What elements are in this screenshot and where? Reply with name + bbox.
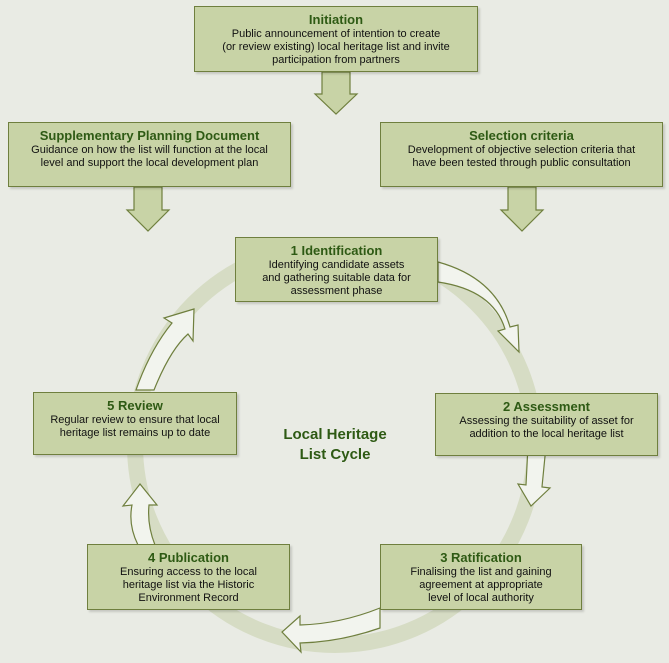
- initiation-title: Initiation: [308, 12, 364, 27]
- ratification-box: 3 Ratification Finalising the list and g…: [380, 544, 582, 610]
- arrow-publication-to-review: [121, 483, 159, 546]
- selection-title: Selection criteria: [469, 128, 574, 143]
- arrow-review-to-identification: [135, 308, 195, 391]
- identification-text: Identifying candidate assets and gatheri…: [262, 259, 411, 297]
- supplementary-down-arrow: [125, 186, 171, 232]
- publication-title: 4 Publication: [148, 550, 229, 565]
- initiation-text: Public announcement of intention to crea…: [222, 28, 450, 66]
- supplementary-text: Guidance on how the list will function a…: [31, 144, 268, 169]
- selection-box: Selection criteria Development of object…: [380, 122, 663, 187]
- initiation-down-arrow: [313, 71, 359, 115]
- arrow-identification-to-assessment: [437, 261, 520, 354]
- selection-down-arrow: [499, 186, 545, 232]
- review-title: 5 Review: [107, 398, 163, 413]
- supplementary-title: Supplementary Planning Document: [39, 128, 260, 143]
- ratification-text: Finalising the list and gaining agreemen…: [410, 566, 552, 604]
- supplementary-box: Supplementary Planning Document Guidance…: [8, 122, 291, 187]
- review-text: Regular review to ensure that local heri…: [50, 414, 220, 439]
- review-box: 5 Review Regular review to ensure that l…: [33, 392, 237, 455]
- ratification-title: 3 Ratification: [440, 550, 522, 565]
- identification-box: 1 Identification Identifying candidate a…: [235, 237, 438, 302]
- assessment-box: 2 Assessment Assessing the suitability o…: [435, 393, 658, 456]
- assessment-text: Assessing the suitability of asset for a…: [459, 415, 634, 440]
- publication-box: 4 Publication Ensuring access to the loc…: [87, 544, 290, 610]
- publication-text: Ensuring access to the local heritage li…: [120, 566, 257, 604]
- selection-text: Development of objective selection crite…: [407, 144, 636, 169]
- identification-title: 1 Identification: [290, 243, 383, 258]
- initiation-box: Initiation Public announcement of intent…: [194, 6, 478, 72]
- arrow-ratification-to-publication: [281, 607, 381, 654]
- assessment-title: 2 Assessment: [503, 399, 590, 414]
- cycle-center-title: Local Heritage List Cycle: [283, 426, 387, 463]
